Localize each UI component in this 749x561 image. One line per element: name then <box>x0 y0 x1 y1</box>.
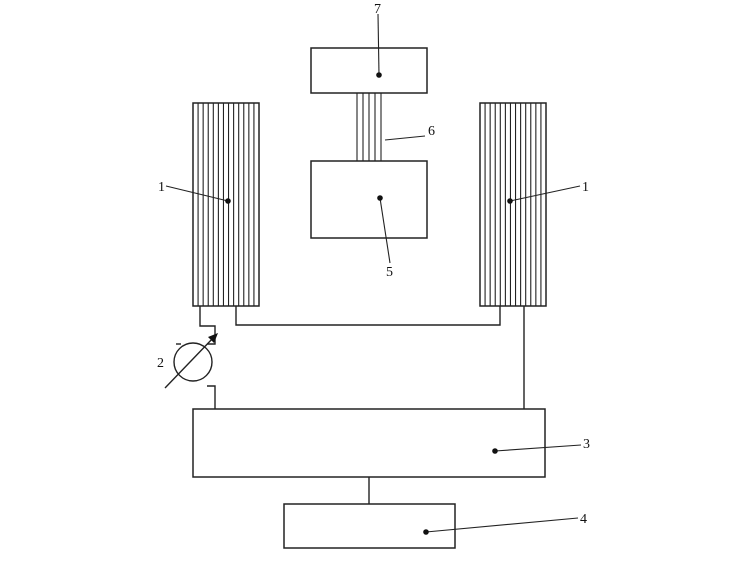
leader-lines <box>165 13 582 533</box>
right-finned-panel <box>479 102 547 307</box>
label-4: 4 <box>580 512 587 527</box>
leader-dots <box>225 72 513 535</box>
wiring <box>176 306 525 504</box>
left-finned-panel <box>192 102 260 307</box>
box-5 <box>310 160 428 239</box>
wire-bundle-6 <box>356 93 382 161</box>
box-3 <box>192 408 546 478</box>
label-5: 5 <box>386 265 393 280</box>
label-2: 2 <box>157 356 164 371</box>
box-4 <box>283 503 456 549</box>
box-7 <box>310 47 428 94</box>
variable-meter-icon <box>164 333 218 389</box>
label-1-right: 1 <box>582 180 589 195</box>
label-3: 3 <box>583 437 590 452</box>
label-1-left: 1 <box>158 180 165 195</box>
label-6: 6 <box>428 124 435 139</box>
label-7: 7 <box>374 2 381 17</box>
